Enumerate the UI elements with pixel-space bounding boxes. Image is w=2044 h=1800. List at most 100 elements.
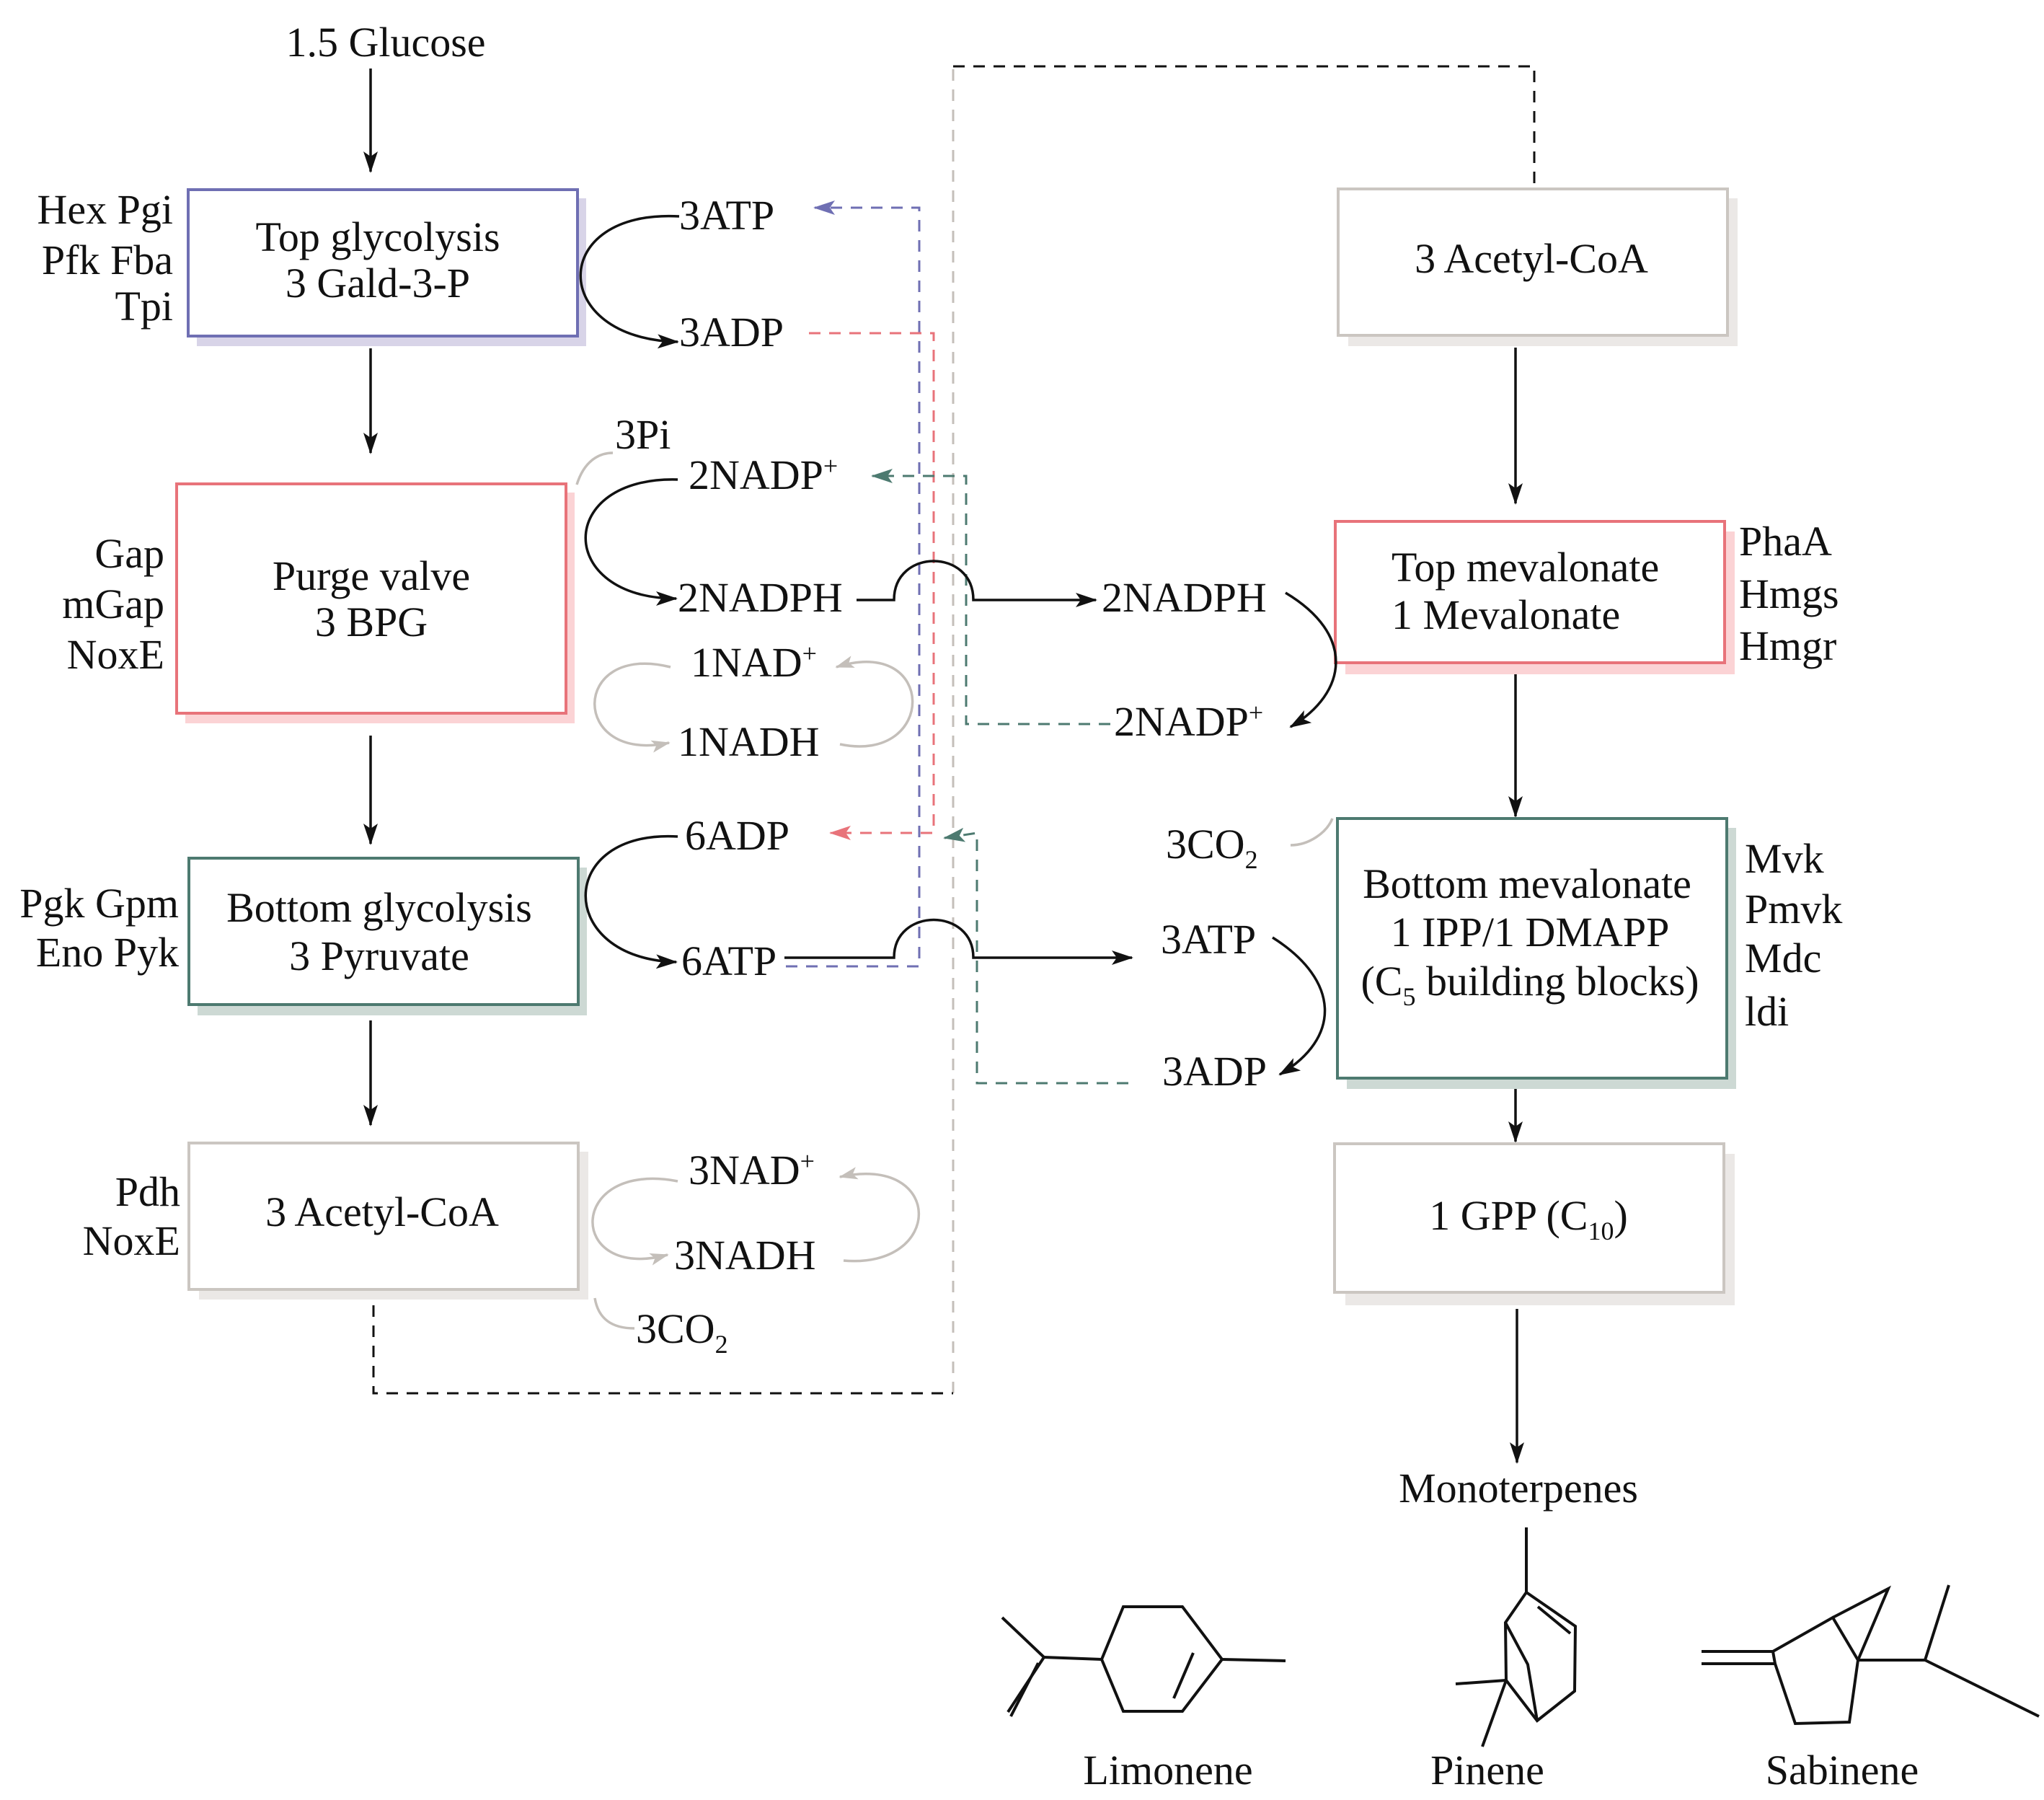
box-title: Top mevalonate — [1392, 544, 1659, 591]
cofactor-2nadph-left: 2NADPH — [678, 574, 843, 621]
cofactor-2nadp-right: 2NADP+ — [1114, 698, 1263, 745]
limonene-structure: Limonene — [1001, 1605, 1286, 1794]
box-frame — [187, 857, 580, 1006]
box-gpp[interactable]: 1 GPP (C10) — [1333, 1142, 1735, 1305]
enzyme-label: ldi — [1745, 988, 1789, 1035]
limonene-double-bond — [1172, 1652, 1195, 1699]
box-title: Bottom mevalonate — [1363, 860, 1691, 907]
enzymes-top-mevalonate: PhaA Hmgs Hmgr — [1739, 518, 1839, 669]
cofactor-6adp: 6ADP — [685, 812, 789, 859]
nadp-charge: + — [1249, 698, 1263, 727]
gpp-subscript: 10 — [1588, 1217, 1614, 1245]
box-subtitle: 1 Mevalonate — [1392, 591, 1620, 638]
cofactor-3co2-left: 3CO2 — [636, 1305, 728, 1359]
cofactor-3pi: 3Pi — [615, 411, 671, 458]
enzyme-label: Mvk — [1745, 835, 1824, 882]
enzymes-purge-valve: Gap mGap NoxE — [62, 530, 164, 678]
box-title: 3 Acetyl-CoA — [1415, 235, 1648, 282]
cycle-nadph-right: 2NADPH 2NADP+ — [1102, 574, 1337, 745]
product-limonene: Limonene — [1083, 1747, 1252, 1794]
nad-base: 1NAD — [691, 639, 802, 686]
cycle-atp-adp-top: 3ATP 3ADP — [579, 192, 784, 356]
sabinene-isopropyl-methyl-b — [1924, 1659, 2040, 1718]
pi-curve — [575, 451, 614, 485]
box-acetyl-coa-left[interactable]: 3 Acetyl-CoA — [187, 1142, 588, 1300]
nad-cycle-arrow-right — [835, 656, 914, 748]
box-top-mevalonate[interactable]: Top mevalonate 1 Mevalonate — [1334, 520, 1735, 674]
enzyme-label: Tpi — [115, 283, 173, 330]
cycle-arrow — [584, 834, 678, 969]
enzyme-label: Pdh — [115, 1168, 180, 1215]
cofactor-1nad: 1NAD+ — [691, 639, 817, 686]
co2-subscript: 2 — [715, 1330, 728, 1359]
enzymes-top-glycolysis: Hex Pgi Pfk Fba Tpi — [37, 186, 174, 330]
enzyme-label: PhaA — [1739, 518, 1832, 565]
c5-subscript: 5 — [1402, 982, 1415, 1011]
box-bottom-glycolysis[interactable]: Bottom glycolysis 3 Pyruvate — [187, 857, 587, 1015]
gpp-prefix: 1 GPP (C — [1429, 1192, 1588, 1239]
enzymes-bottom-glycolysis: Pgk Gpm Eno Pyk — [19, 880, 179, 976]
limonene-isopropenyl — [1043, 1656, 1102, 1661]
enzyme-label: Pmvk — [1745, 886, 1842, 932]
co2-curve — [1290, 818, 1334, 847]
co2-curve — [593, 1297, 635, 1330]
cofactor-3adp-right: 3ADP — [1162, 1048, 1267, 1095]
acetyl-transfer-line-top — [953, 65, 1536, 189]
box-title: Purge valve — [273, 552, 470, 599]
nad-charge: + — [802, 639, 817, 668]
cofactor-2nadp-left: 2NADP+ — [689, 451, 838, 498]
acetyl-transfer-line-bottom — [372, 1305, 953, 1395]
nadp-recycle-line — [871, 469, 1110, 725]
co2-base: 3CO — [636, 1305, 715, 1352]
cofactor-3adp: 3ADP — [679, 309, 784, 356]
box-bottom-mevalonate[interactable]: Bottom mevalonate 1 IPP/1 DMAPP (C5 buil… — [1336, 817, 1736, 1089]
nad-cycle-arrow-left — [593, 662, 671, 753]
nad-cycle-arrow-left — [591, 1177, 678, 1266]
nadph-transfer-arrow — [857, 560, 1097, 607]
cycle-adp-atp-bottom: 6ADP 6ATP — [584, 812, 1133, 984]
box-frame — [187, 1142, 580, 1291]
box-top-glycolysis[interactable]: Top glycolysis 3 Gald-3-P — [187, 188, 586, 346]
box-acetyl-coa-right[interactable]: 3 Acetyl-CoA — [1337, 188, 1738, 346]
sabinene-structure: Sabinene — [1702, 1584, 2040, 1794]
box-frame — [1333, 1142, 1725, 1294]
box-frame — [187, 188, 579, 338]
adp-recycle-line — [809, 332, 935, 840]
atp-recycle-line — [786, 200, 921, 968]
enzyme-label: Pgk Gpm — [19, 880, 179, 927]
enzyme-label: Gap — [94, 530, 164, 577]
box-frame — [1337, 188, 1729, 337]
gpp-suffix: ) — [1614, 1192, 1627, 1239]
cofactor-1nadh: 1NADH — [678, 718, 820, 765]
enzyme-label: Pfk Fba — [42, 237, 173, 283]
product-pinene: Pinene — [1430, 1747, 1544, 1794]
c5-suffix: building blocks) — [1415, 958, 1699, 1005]
cofactor-3nadh: 3NADH — [674, 1232, 816, 1279]
box-purge-valve[interactable]: Purge valve 3 BPG — [175, 482, 575, 723]
input-glucose-label: 1.5 Glucose — [286, 19, 485, 66]
box-title: Bottom glycolysis — [226, 884, 532, 931]
cofactor-3co2-right: 3CO2 — [1166, 821, 1258, 874]
flow-arrows — [363, 69, 1524, 1464]
box-subtitle: 3 BPG — [315, 599, 428, 645]
box-title: Top glycolysis — [255, 213, 500, 260]
output-monoterpenes-label: Monoterpenes — [1399, 1465, 1638, 1512]
enzyme-label: NoxE — [83, 1217, 180, 1264]
transfer-lines — [372, 65, 1536, 1395]
cofactor-6atp: 6ATP — [681, 938, 777, 984]
enzyme-label: Hmgr — [1739, 622, 1836, 669]
limonene-isopropenyl-ch2b — [1009, 1662, 1040, 1717]
cofactor-2nadph-right: 2NADPH — [1102, 574, 1267, 621]
box-subtitle: 1 IPP/1 DMAPP — [1391, 909, 1670, 956]
box-title: 1 GPP (C10) — [1429, 1192, 1628, 1245]
limonene-isopropenyl-methyl — [1001, 1616, 1045, 1659]
box-frame — [1336, 817, 1728, 1080]
cycle-arrow — [1285, 591, 1337, 728]
box-title: 3 Acetyl-CoA — [265, 1188, 499, 1235]
cycle-nad-acetyl: 3NAD+ 3NADH 3CO2 — [591, 1147, 921, 1359]
cofactor-3atp-right: 3ATP — [1161, 916, 1256, 963]
atp-transfer-arrow — [784, 918, 1133, 965]
pinene-bridge — [1504, 1622, 1539, 1721]
limonene-ring — [1100, 1605, 1224, 1713]
co2-base: 3CO — [1166, 821, 1245, 868]
